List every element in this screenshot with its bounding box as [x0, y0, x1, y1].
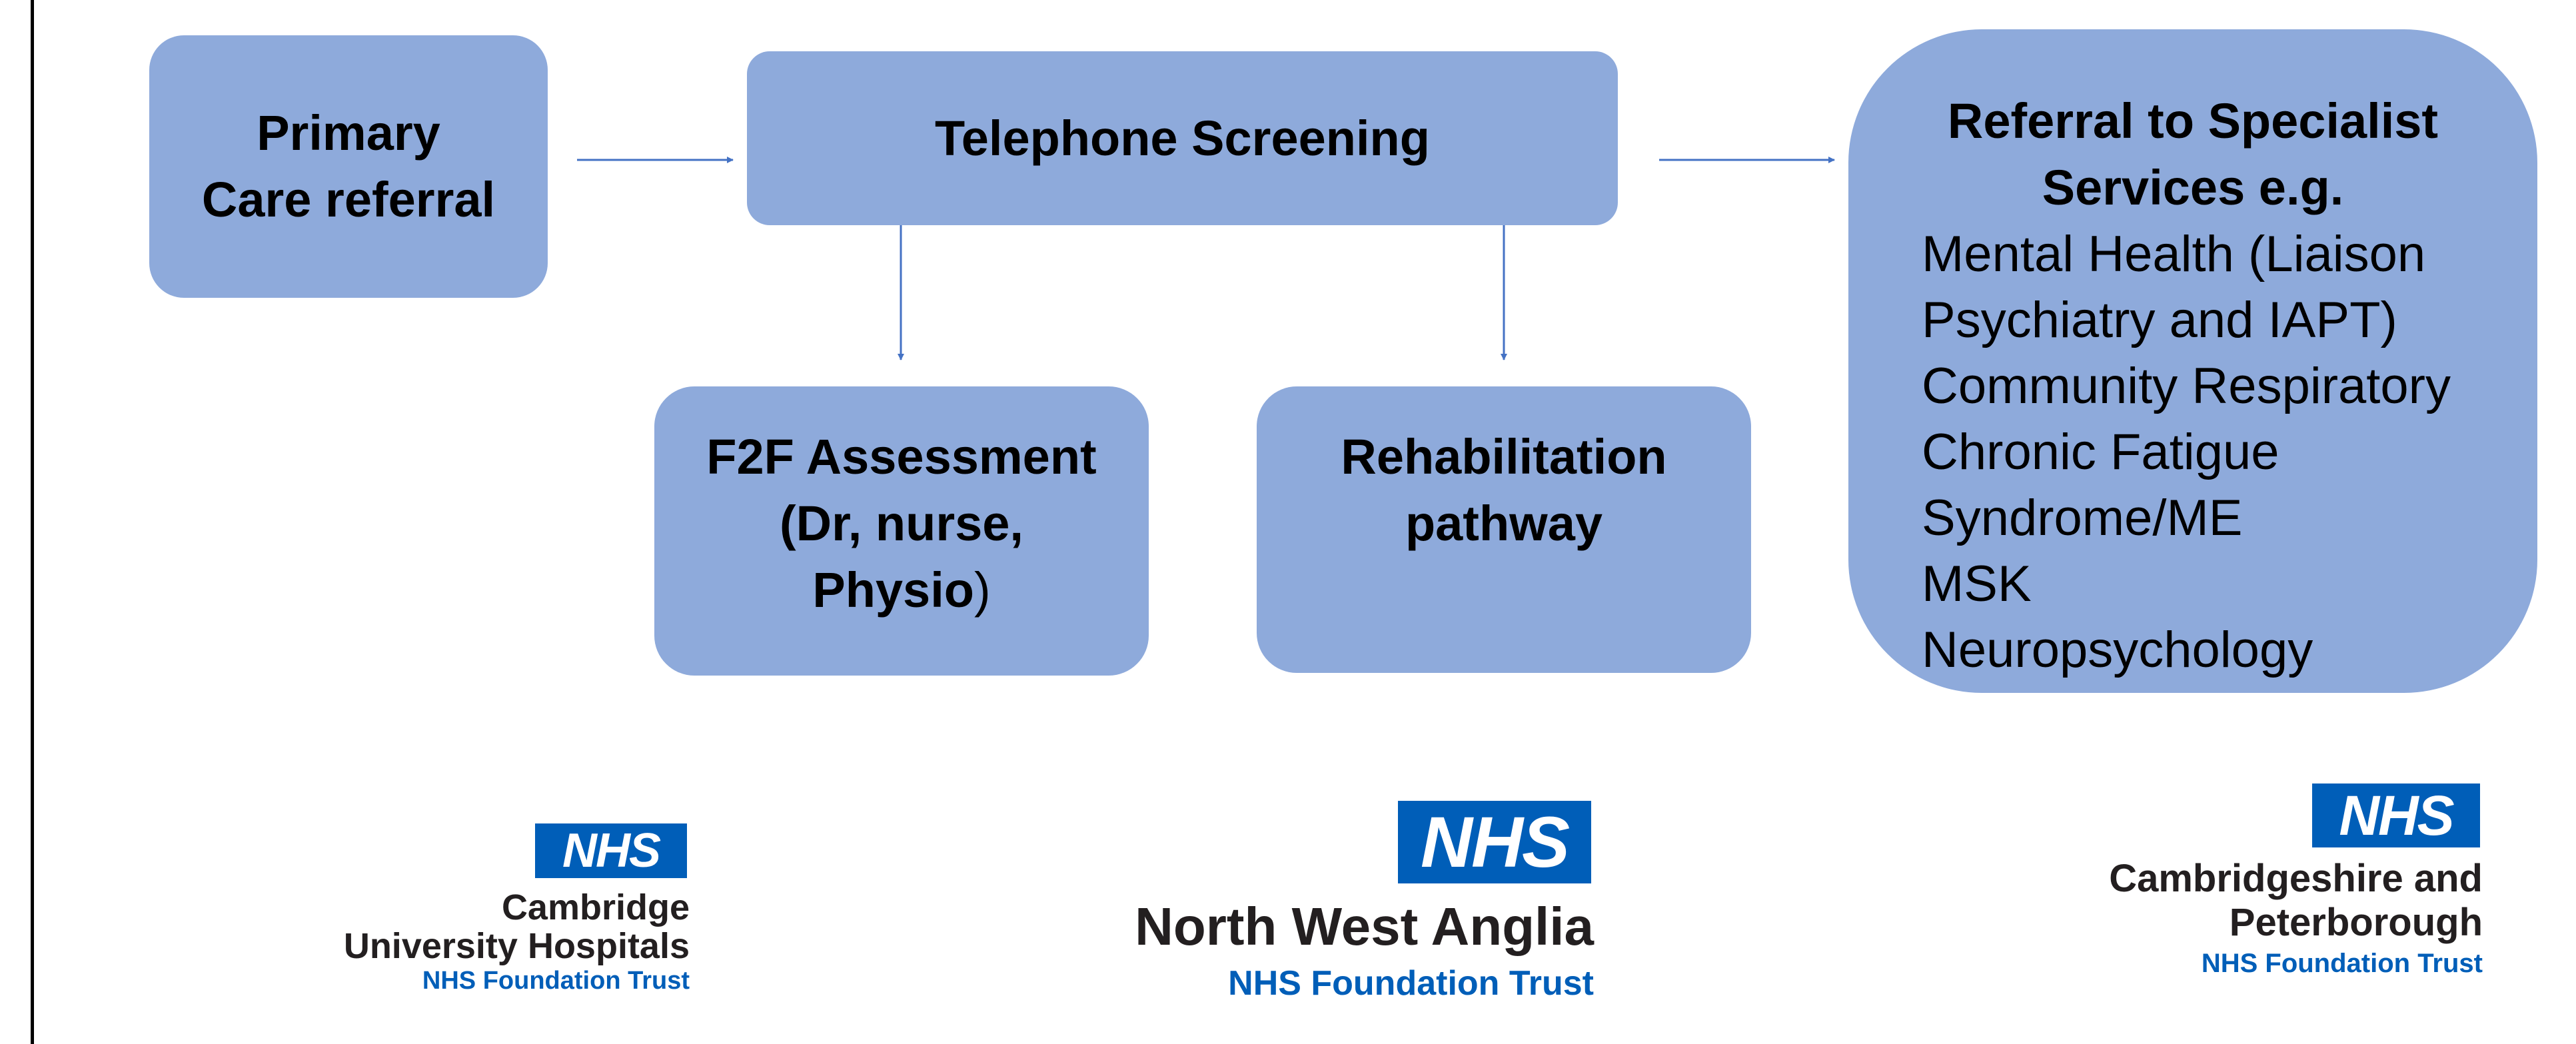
cambridge-trust-line: NHS Foundation Trust — [422, 967, 690, 995]
cambridge-university-hospitals-logo: NHS Cambridge University Hospitals NHS F… — [260, 823, 690, 999]
nhs-badge-icon: NHS — [1398, 801, 1591, 883]
cpft-trust-line: NHS Foundation Trust — [2201, 949, 2483, 978]
service-item: Psychiatry and IAPT) — [1922, 292, 2397, 348]
cambridge-logo-line-2: University Hospitals — [343, 926, 690, 966]
rehabilitation-pathway-box: Rehabilitation pathway — [1257, 386, 1751, 673]
telephone-screening-box: Telephone Screening — [747, 51, 1618, 225]
north-west-anglia-logo: NHS North West Anglia NHS Foundation Tru… — [1119, 801, 1594, 1011]
nwa-trust-line: NHS Foundation Trust — [1228, 964, 1594, 1003]
rehab-line-1: Rehabilitation — [1341, 429, 1667, 484]
f2f-assessment-box: F2F Assessment (Dr, nurse, Physio) — [654, 386, 1149, 676]
service-item: Community Respiratory — [1922, 358, 2451, 414]
service-item: MSK — [1922, 556, 2032, 612]
service-item: Chronic Fatigue — [1922, 424, 2279, 480]
service-item: Syndrome/ME — [1922, 490, 2243, 546]
cpft-logo-line-2: Peterborough — [2229, 901, 2483, 944]
referral-heading: Referral to Specialist Services e.g. — [1848, 88, 2537, 221]
f2f-line-3-close: ) — [973, 562, 991, 618]
primary-line-2: Care referral — [201, 172, 496, 227]
service-item: Neuropsychology — [1922, 622, 2313, 678]
f2f-line-3: Physio) — [812, 557, 990, 624]
left-border-line — [31, 0, 34, 1044]
primary-care-referral-box: Primary Care referral — [149, 35, 548, 298]
rehab-line-2: pathway — [1405, 496, 1603, 551]
specialist-referral-box: Referral to Specialist Services e.g. Men… — [1848, 29, 2537, 693]
specialist-services-list: Mental Health (Liaison Psychiatry and IA… — [1848, 221, 2537, 683]
cambridge-logo-line-1: Cambridge — [501, 887, 690, 927]
primary-line-1: Primary — [257, 105, 440, 161]
cambridgeshire-peterborough-logo: NHS Cambridgeshire and Peterborough NHS … — [2026, 783, 2483, 987]
nhs-badge-icon: NHS — [2312, 783, 2480, 847]
telephone-screening-label: Telephone Screening — [935, 110, 1430, 166]
f2f-line-2: (Dr, nurse, — [780, 496, 1023, 551]
referral-heading-line-2: Services e.g. — [2042, 160, 2344, 215]
cpft-logo-line-1: Cambridgeshire and — [2109, 857, 2483, 900]
nwa-logo-line-1: North West Anglia — [1135, 897, 1594, 956]
nhs-badge-icon: NHS — [535, 823, 687, 878]
f2f-line-3-text: Physio — [812, 562, 974, 618]
f2f-line-1: F2F Assessment — [706, 429, 1097, 484]
referral-heading-line-1: Referral to Specialist — [1947, 93, 2439, 149]
service-item: Mental Health (Liaison — [1922, 226, 2426, 282]
